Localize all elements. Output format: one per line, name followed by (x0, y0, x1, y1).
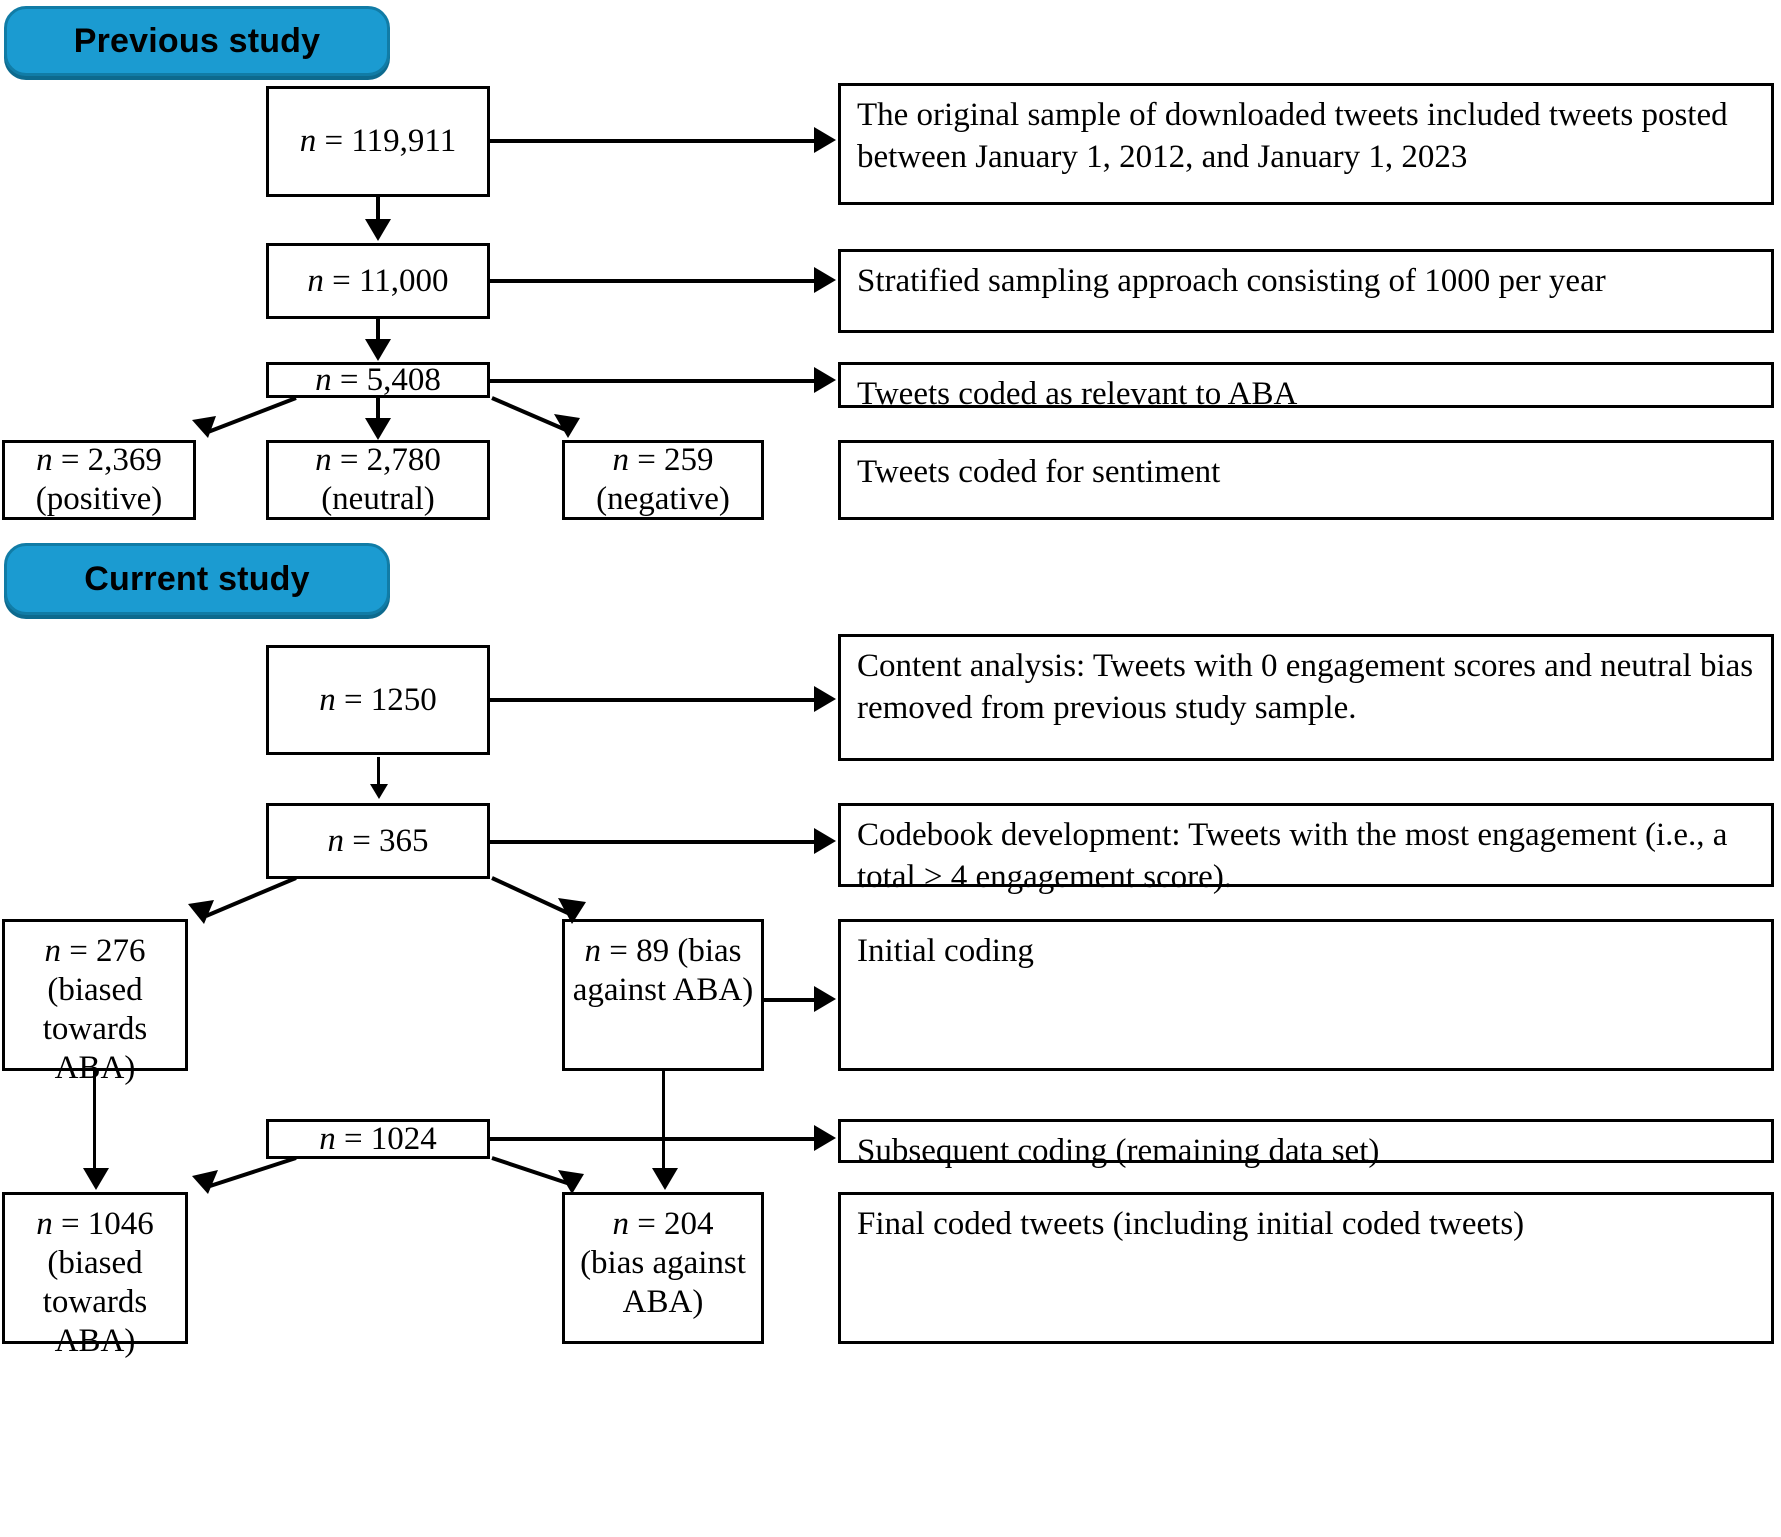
node-box-p4b: n = 2,780 (neutral) (266, 440, 490, 520)
annotation-text-ca3: Initial coding (857, 933, 1034, 969)
node-label-p3: n = 5,408 (315, 361, 441, 398)
annotation-box-ca5: Final coded tweets (including initial co… (838, 1192, 1774, 1344)
node-label-c1: n = 1250 (319, 681, 437, 718)
arrowhead-p3-to-pa3 (814, 367, 836, 393)
node-box-c5b: n = 204 (bias against ABA) (562, 1192, 764, 1344)
annotation-text-pa2: Stratified sampling approach consisting … (857, 263, 1606, 299)
node-box-c5a: n = 1046 (biased towards ABA) (2, 1192, 188, 1359)
arrowhead-c3a-to-c5a (83, 1168, 109, 1190)
node-box-p3: n = 5,408 (266, 362, 490, 398)
arrowhead-c1-to-c2 (370, 784, 388, 799)
arrowhead-c3b-to-c5b (652, 1168, 678, 1190)
section-banner-current-study: Current study (4, 543, 390, 615)
connector-c1-to-ca1 (490, 698, 816, 702)
annotation-box-pa2: Stratified sampling approach consisting … (838, 249, 1774, 333)
annotation-text-pa3: Tweets coded as relevant to ABA (857, 376, 1298, 412)
connector-c3a-to-c5a (93, 1071, 96, 1171)
node-sublabel-c5b: (bias against ABA) (580, 1244, 746, 1320)
section-banner-label: Previous study (73, 21, 321, 60)
connector-p3-to-p4b (376, 398, 380, 420)
node-box-p1: n = 119,911 (266, 86, 490, 197)
annotation-text-ca1: Content analysis: Tweets with 0 engageme… (857, 648, 1754, 727)
node-label-p2: n = 11,000 (307, 262, 449, 299)
node-label-p4b: n = 2,780 (315, 442, 441, 479)
annotation-text-ca2: Codebook development: Tweets with the mo… (857, 817, 1728, 896)
arrowhead-p2-to-p3 (365, 339, 391, 361)
connector-p1-to-p2 (376, 197, 380, 221)
node-box-c1: n = 1250 (266, 645, 490, 755)
section-banner-previous-study: Previous study (4, 6, 390, 76)
arrowhead-c3b-to-ca3 (814, 986, 836, 1012)
annotation-text-ca5: Final coded tweets (including initial co… (857, 1206, 1525, 1242)
arrowhead-p1-to-p2 (365, 219, 391, 241)
node-box-p4a: n = 2,369 (positive) (2, 440, 196, 520)
connector-c2-to-c3b (491, 876, 586, 924)
connector-c4-to-c5b (491, 1156, 584, 1194)
connector-p2-to-pa2 (490, 279, 816, 283)
annotation-text-pa4: Tweets coded for sentiment (857, 454, 1221, 490)
node-label-p4c: n = 259 (612, 442, 714, 479)
node-box-p4c: n = 259 (negative) (562, 440, 764, 520)
arrowhead-c4-to-ca4 (814, 1125, 836, 1151)
arrowhead-p1-to-pa1 (814, 127, 836, 153)
connector-p1-to-pa1 (490, 139, 816, 143)
section-banner-label: Current study (84, 559, 310, 598)
annotation-box-ca2: Codebook development: Tweets with the mo… (838, 803, 1774, 895)
connector-c2-to-c3a (188, 876, 297, 924)
node-sublabel-p4c: (negative) (596, 481, 730, 517)
node-sublabel-c3a: (biased towards ABA) (42, 971, 148, 1086)
connector-c2-to-ca2 (490, 840, 816, 844)
node-label-c2: n = 365 (327, 822, 429, 859)
node-box-c3b: n = 89 (bias against ABA) (562, 919, 764, 1071)
annotation-box-pa1: The original sample of downloaded tweets… (838, 83, 1774, 205)
node-label-c5b: n = 204 (612, 1206, 714, 1242)
arrowhead-c1-to-ca1 (814, 686, 836, 712)
annotation-box-pa3: Tweets coded as relevant to ABA (838, 362, 1774, 412)
annotation-text-ca4: Subsequent coding (remaining data set) (857, 1133, 1380, 1169)
arrowhead-c2-to-ca2 (814, 828, 836, 854)
node-label-c5a: n = 1046 (36, 1206, 154, 1242)
node-sublabel-p4b: (neutral) (321, 481, 435, 517)
connector-c3b-to-c5b (662, 1071, 665, 1171)
annotation-box-ca1: Content analysis: Tweets with 0 engageme… (838, 634, 1774, 761)
node-label-p4a: n = 2,369 (36, 442, 162, 479)
connector-c1-to-c2 (377, 757, 380, 787)
node-label-p1: n = 119,911 (299, 123, 457, 160)
connector-p3-to-p4a (192, 396, 297, 438)
annotation-box-ca4: Subsequent coding (remaining data set) (838, 1119, 1774, 1169)
node-sublabel-p4a: (positive) (35, 481, 163, 517)
node-box-c4: n = 1024 (266, 1119, 490, 1159)
connector-p3-to-pa3 (490, 379, 816, 383)
annotation-box-ca3: Initial coding (838, 919, 1774, 1071)
connector-p3-to-p4c (491, 396, 580, 438)
annotation-box-pa4: Tweets coded for sentiment (838, 440, 1774, 520)
connector-c4-to-ca4 (490, 1137, 816, 1141)
node-box-c3a: n = 276 (biased towards ABA) (2, 919, 188, 1086)
node-label-c4: n = 1024 (319, 1120, 437, 1157)
node-sublabel-c5a: (biased towards ABA) (42, 1244, 148, 1359)
arrowhead-p3-to-p4b (365, 418, 391, 440)
node-box-p2: n = 11,000 (266, 243, 490, 319)
connector-c3b-to-ca3 (764, 998, 816, 1002)
node-label-c3a: n = 276 (44, 933, 146, 969)
connector-p2-to-p3 (376, 319, 380, 340)
arrowhead-p2-to-pa2 (814, 267, 836, 293)
node-sublabel-c3b: against ABA) (572, 971, 754, 1008)
node-box-c2: n = 365 (266, 803, 490, 879)
annotation-text-pa1: The original sample of downloaded tweets… (857, 97, 1728, 176)
node-label-c3b: n = 89 (bias (584, 933, 742, 969)
connector-c4-to-c5a (192, 1156, 297, 1194)
